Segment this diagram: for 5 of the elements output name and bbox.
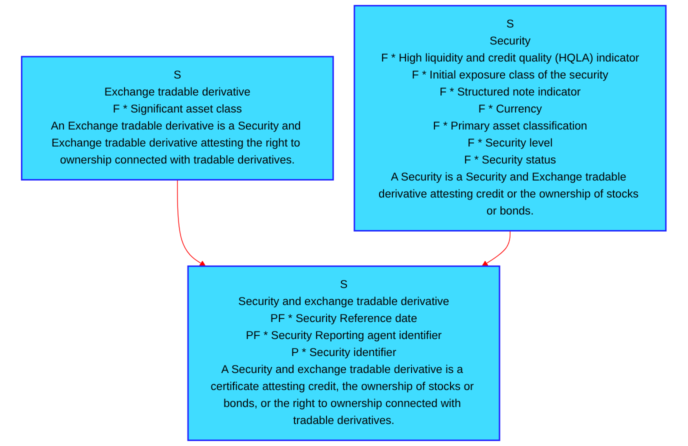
arrow (177, 179, 206, 266)
node-box: S Security F * High liquidity and credit quality (HQLA) indicator F * Initial exposure class of the security F * Structured note indicator F * Currency F * Primary asset classification F * Security level F * Security status A Security is a Security and Exchange tradable derivative attesting credit or the ownership of stocks or bonds. (354, 4, 667, 232)
node-box: S Exchange tradable derivative F * Significant asset class An Exchange tradable derivative is a Security and Exchange tradable derivative attesting the right to ownership connected with tradable derivatives. (21, 56, 334, 181)
node-box: S Security and exchange tradable derivative PF * Security Reference date PF * Security Reporting agent identifier P * Security identifier A Security and exchange tradable derivative is a certificate attesting credit, the ownership of stocks or bonds, or the right to ownership connected with tradable derivatives. (188, 265, 500, 442)
arrow (482, 230, 511, 266)
